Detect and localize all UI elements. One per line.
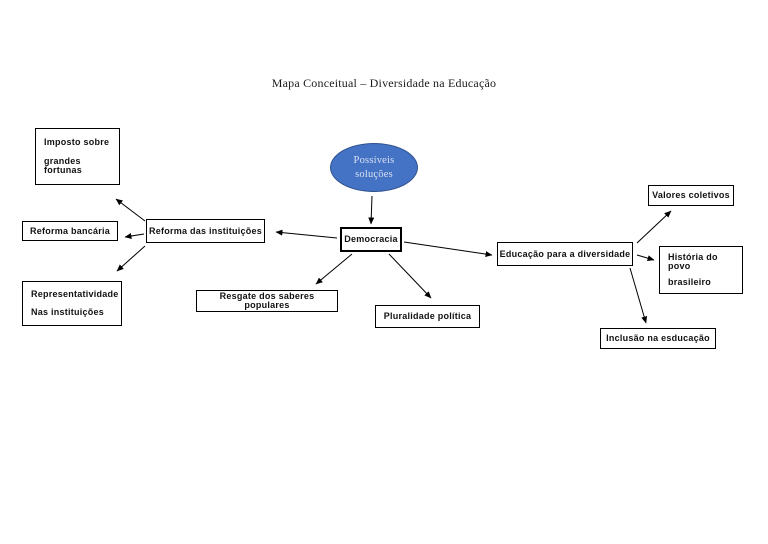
- arrow-educacao-to-valores: [636, 210, 672, 244]
- node-imposto-label-line1: Imposto sobre: [44, 137, 110, 148]
- arrow-democracia-to-educacao: [403, 241, 493, 258]
- arrow-reforma-instituicoes-to-representatividade: [116, 245, 146, 272]
- arrow-reforma-instituicoes-to-imposto: [115, 198, 146, 222]
- node-imposto-label-line2: grandes fortunas: [44, 155, 82, 175]
- node-resgate-saberes: Resgate dos saberes populares: [196, 290, 338, 312]
- arrow-democracia-to-reforma-instituicoes: [275, 229, 338, 239]
- node-inclusao-educacao: Inclusão na esducação: [600, 328, 716, 349]
- node-possiveis-solucoes: Possíveis soluções: [330, 143, 418, 192]
- node-valores-coletivos: Valores coletivos: [648, 185, 734, 206]
- arrow-possiveis-solucoes-to-democracia: [368, 195, 375, 225]
- node-educacao-diversidade: Educação para a diversidade: [497, 242, 633, 266]
- node-historia-povo-label-line1: História do povo: [668, 252, 718, 272]
- arrow-democracia-to-pluralidade: [388, 253, 432, 299]
- arrow-educacao-to-inclusao: [629, 267, 648, 324]
- node-imposto-grandes-fortunas: Imposto sobre grandes fortunas: [35, 128, 120, 185]
- node-pluralidade-politica-label: Pluralidade política: [383, 311, 472, 321]
- node-representatividade-label-line2: Nas instituições: [31, 306, 105, 317]
- arrow-educacao-to-historia: [636, 254, 655, 262]
- node-democracia-label: Democracia: [344, 234, 398, 244]
- node-reforma-das-instituicoes-label: Reforma das instituições: [148, 225, 263, 236]
- node-pluralidade-politica: Pluralidade política: [375, 305, 480, 328]
- node-reforma-das-instituicoes: Reforma das instituições: [146, 219, 265, 243]
- node-historia-povo-label-line2: brasileiro: [668, 276, 712, 287]
- page-title: Mapa Conceitual – Diversidade na Educaçã…: [271, 76, 497, 90]
- node-valores-coletivos-label: Valores coletivos: [652, 190, 730, 200]
- node-representatividade-label-line1: Representatividade: [31, 289, 119, 300]
- node-historia-povo: História do povo brasileiro: [659, 246, 743, 294]
- node-democracia: Democracia: [340, 227, 402, 252]
- node-inclusao-educacao-label: Inclusão na esducação: [606, 333, 710, 343]
- node-reforma-bancaria-label: Reforma bancária: [29, 225, 111, 236]
- node-reforma-bancaria: Reforma bancária: [22, 221, 118, 241]
- node-possiveis-solucoes-label-line1: Possíveis: [353, 154, 395, 166]
- node-representatividade: Representatividade Nas instituições: [22, 281, 122, 326]
- node-possiveis-solucoes-label-line2: soluções: [355, 168, 393, 180]
- node-resgate-saberes-label: Resgate dos saberes populares: [219, 291, 315, 310]
- arrow-democracia-to-resgate: [315, 253, 353, 285]
- node-educacao-diversidade-label: Educação para a diversidade: [499, 248, 631, 259]
- arrow-reforma-instituicoes-to-reforma-bancaria: [124, 233, 145, 239]
